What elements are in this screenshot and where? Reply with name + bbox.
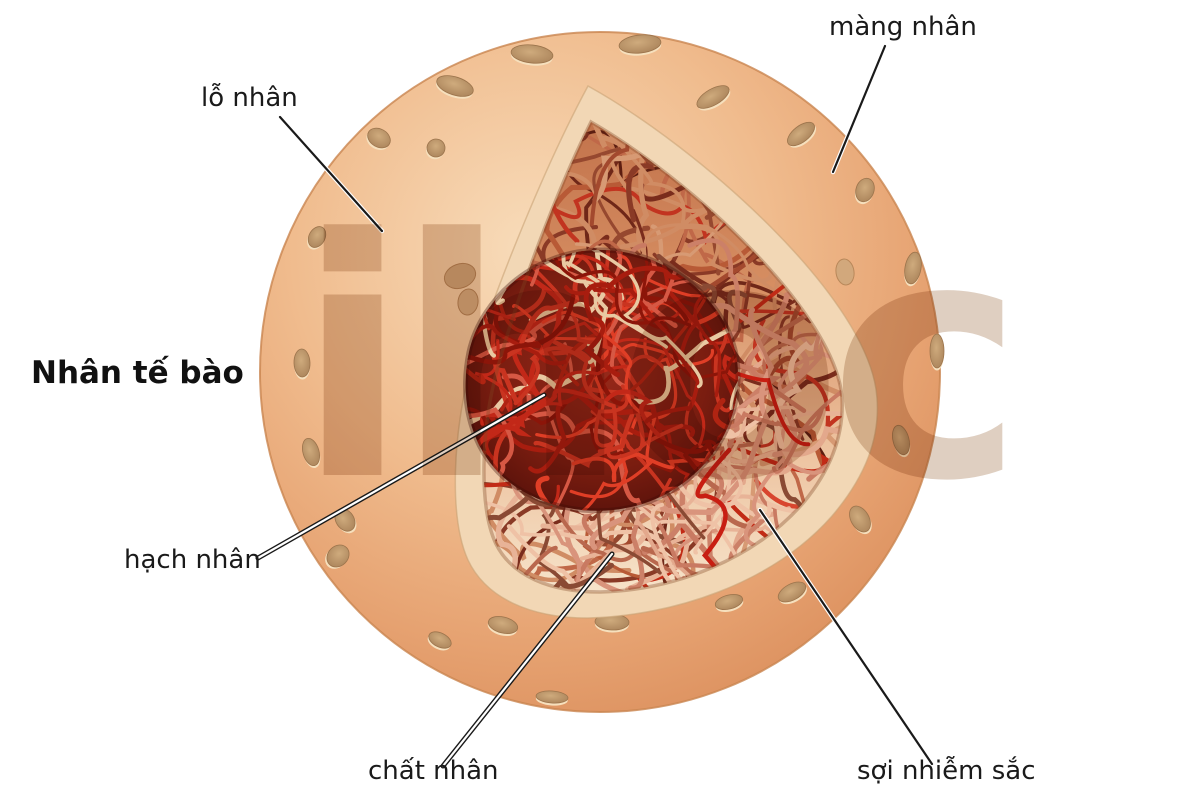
leader-line-lo-nhan [277, 114, 385, 234]
label-nuclear-membrane: màng nhân [829, 12, 977, 42]
leader-lines [255, 43, 935, 769]
cut-band-inner-edge [482, 119, 844, 594]
label-cell-nucleus-title: Nhân tế bào [31, 355, 244, 391]
nuclear-pores [293, 34, 945, 706]
nucleolus [463, 247, 741, 514]
cutaway-wedge [443, 84, 879, 619]
cut-face-pore-channels [443, 258, 855, 316]
leader-line-mang-nhan [830, 43, 888, 175]
label-nucleolus: hạch nhân [124, 545, 261, 575]
label-nucleoplasm: chất nhân [368, 756, 499, 786]
leader-line-hach-nhan [255, 392, 547, 561]
label-chromatin-fiber: sợi nhiễm sắc [857, 756, 1036, 786]
leader-line-chat-nhan [440, 551, 615, 769]
leader-line-soi-nhiem-sac [757, 507, 935, 767]
label-nuclear-pore: lỗ nhân [201, 83, 298, 113]
